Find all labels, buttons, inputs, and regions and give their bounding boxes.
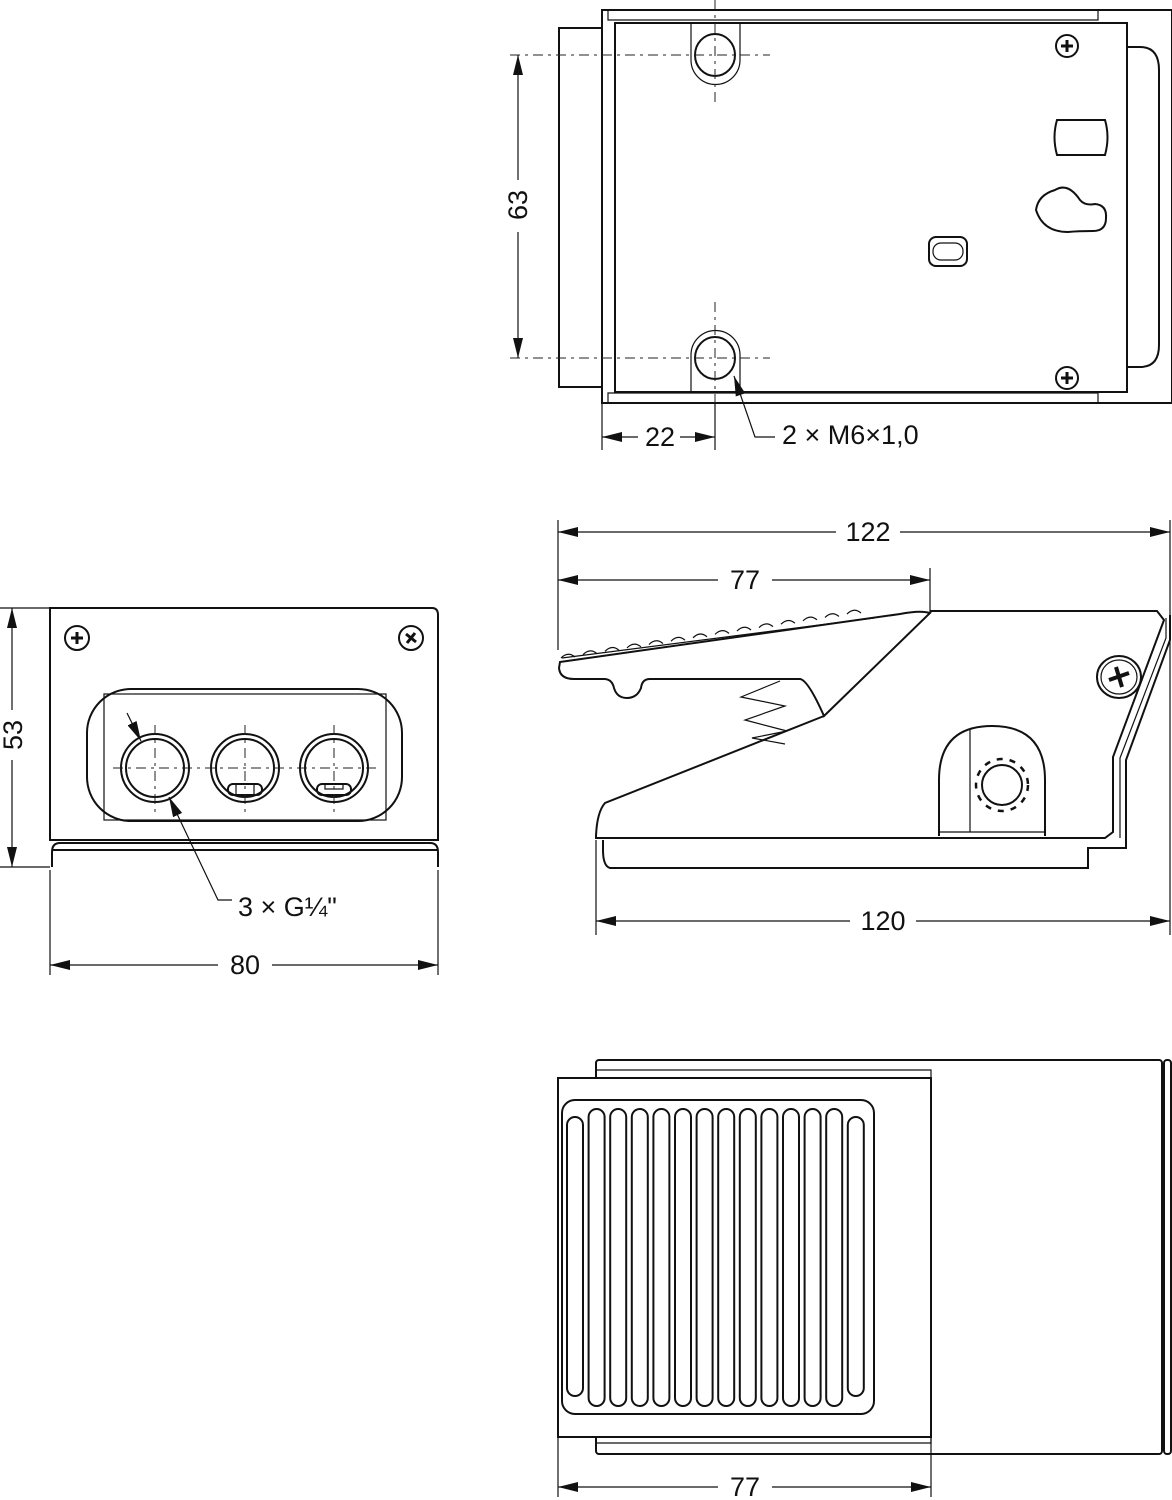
return-spring	[738, 680, 788, 745]
small-slot-inner	[932, 242, 964, 261]
screw-icon-front-left	[64, 625, 90, 651]
grip-slot	[609, 1108, 628, 1407]
screw-icon-side	[1096, 655, 1142, 699]
grip-slot	[717, 1108, 736, 1407]
pivot-bracket	[938, 724, 1046, 836]
front-base	[51, 842, 439, 867]
small-slot-outer	[928, 236, 968, 267]
top-right-handle	[1127, 46, 1160, 368]
port-dim-arrow	[126, 712, 142, 742]
grip-slot	[782, 1108, 800, 1407]
housing-body	[595, 610, 1166, 839]
port-note: 3 × G¼"	[238, 892, 337, 922]
pedal-tread-line	[561, 617, 875, 659]
screw-icon-top	[1055, 34, 1079, 58]
thread-leader	[733, 375, 775, 438]
grip-slot	[587, 1108, 606, 1407]
grip-slot	[630, 1108, 649, 1407]
housing-flange	[1119, 618, 1167, 838]
pivot-dashed-circle	[974, 757, 1030, 813]
mounting-hole-bottom	[690, 329, 741, 392]
dim-label-53: 53	[0, 720, 28, 750]
dim-label-122: 122	[845, 517, 890, 547]
dim-label-77-bottom: 77	[730, 1472, 760, 1500]
thread-note: 2 × M6×1,0	[782, 420, 919, 450]
dim-label-80: 80	[230, 950, 260, 980]
port-recess	[86, 688, 403, 822]
pivot-pin	[981, 764, 1023, 806]
port-1	[120, 733, 190, 803]
grip-slot	[652, 1108, 671, 1407]
screw-icon-front-right	[398, 625, 424, 651]
front-view: 53 3 × G¼" 80	[0, 607, 439, 980]
rect-slot	[1053, 119, 1109, 156]
screw-icon-bottom	[1055, 366, 1079, 390]
dim-label-77-side: 77	[730, 565, 760, 595]
top-view: 63 22 2 × M6×1,0	[503, 0, 1172, 452]
port-3	[299, 733, 369, 803]
port-centerlines	[113, 725, 376, 812]
top-base-plate	[614, 22, 1128, 393]
grip-slot	[674, 1108, 692, 1407]
pedal-studs	[560, 609, 862, 659]
side-view: 122 77 120	[557, 517, 1171, 936]
grip-slot	[760, 1108, 779, 1407]
grip-slot	[566, 1116, 584, 1397]
dim-label-120: 120	[860, 906, 905, 936]
grip-slot	[825, 1108, 844, 1407]
port-plate	[103, 693, 387, 821]
bottom-end-bar	[1163, 1059, 1172, 1455]
grip-slot	[738, 1108, 757, 1407]
grip-slots	[566, 1108, 865, 1407]
dim-label-22: 22	[645, 422, 675, 452]
housing-base	[602, 615, 1171, 869]
dim-label-63: 63	[503, 190, 533, 220]
bottom-pedal	[557, 1077, 932, 1438]
top-outer-frame	[601, 9, 1172, 404]
keyhole-slot	[1034, 186, 1108, 234]
grip-slot	[846, 1116, 865, 1397]
bottom-view: 77	[557, 1059, 1172, 1500]
grip-slot	[695, 1108, 714, 1407]
grip-area	[561, 1099, 875, 1415]
port-leader	[168, 796, 232, 901]
top-rails	[607, 10, 1099, 403]
front-body	[49, 607, 439, 841]
grip-slot	[803, 1108, 822, 1407]
hole-centerlines	[510, 0, 770, 420]
top-left-block	[558, 27, 603, 388]
